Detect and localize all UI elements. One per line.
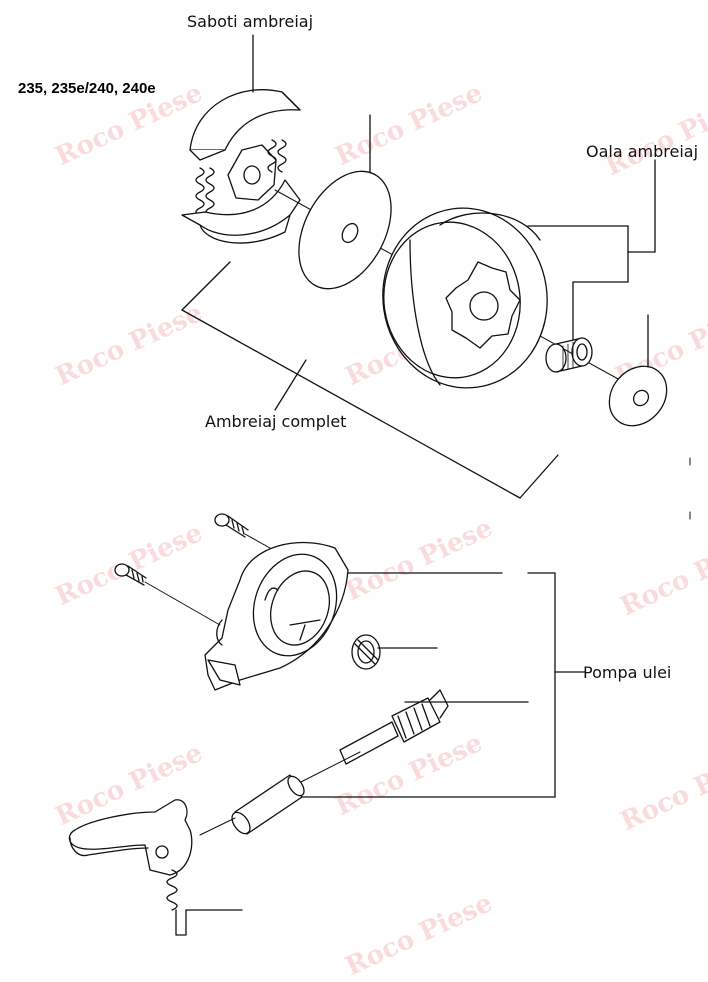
label-clutch-complete: Ambreiaj complet (205, 412, 347, 431)
leader-oil-pump (347, 572, 586, 798)
oil-pump-housing-part (204, 541, 349, 691)
screw-part (214, 513, 249, 538)
spring-part (351, 634, 381, 670)
needle-bearing-part (545, 337, 593, 373)
clutch-drum-part (382, 207, 548, 389)
worm-gear-part (339, 689, 449, 765)
label-clutch-drum: Oala ambreiaj (586, 142, 699, 161)
leader-clutch-complete (181, 261, 559, 499)
adjuster-lever-part (68, 799, 193, 936)
clutch-shoes-part (181, 89, 301, 244)
washer-part (298, 170, 392, 290)
label-clutch-shoes: Saboti ambreiaj (187, 12, 314, 31)
label-oil-pump: Pompa ulei (583, 663, 672, 682)
leader-clutch-drum (527, 159, 656, 341)
model-numbers: 235, 235e/240, 240e (18, 80, 156, 97)
exploded-view-drawing (68, 34, 691, 936)
screw-part (114, 563, 147, 586)
plunger-part (231, 774, 305, 835)
parts-diagram: Roco Piese Roco Piese Roco Piese Roco Pi… (18, 12, 708, 982)
small-washer-part (608, 365, 668, 427)
